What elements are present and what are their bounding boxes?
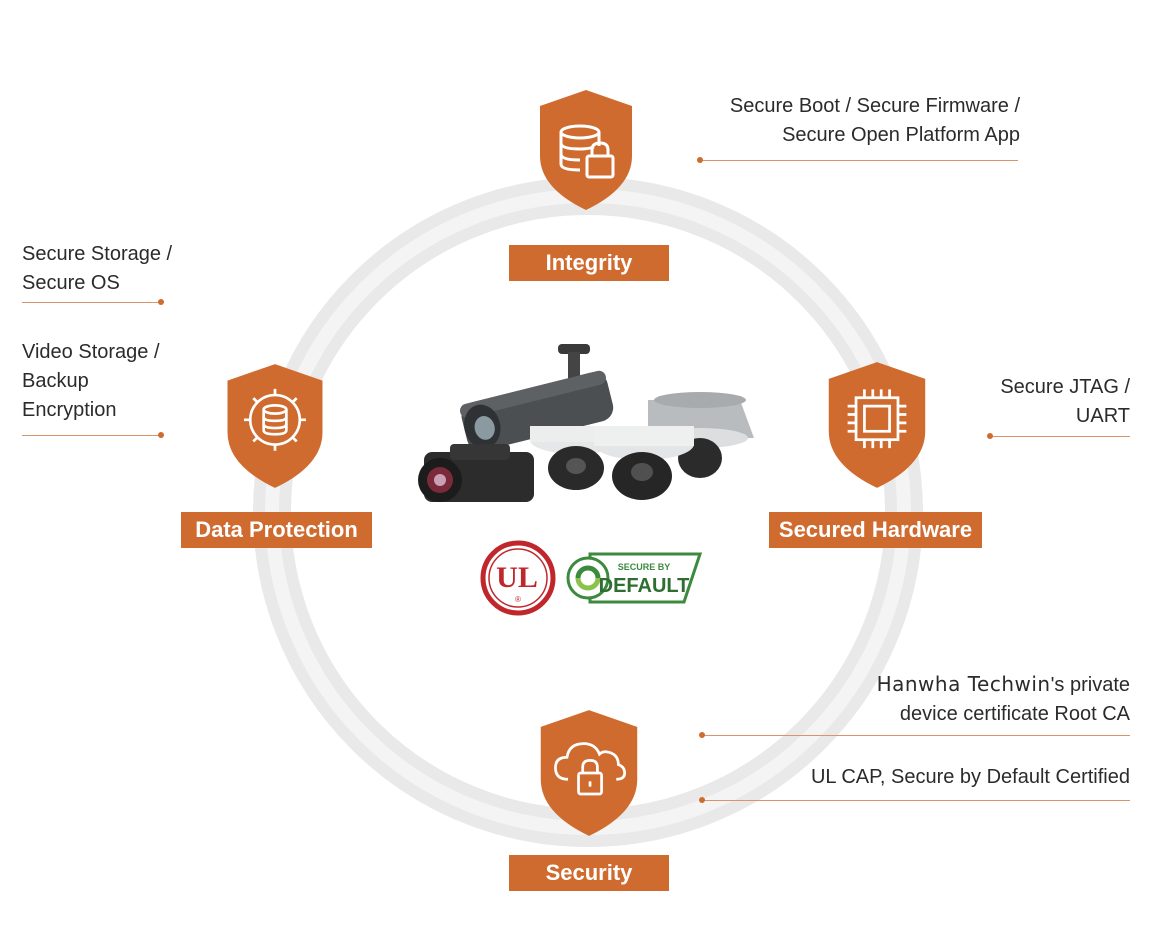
storage-note: Secure Storage / Secure OS [22, 240, 262, 298]
ul-logo-mark: ® [515, 595, 521, 604]
jtag-note-rule [990, 436, 1130, 437]
jtag-note-line2: UART [1075, 405, 1130, 427]
secure-by-default-logo: SECURE BY DEFAULT [566, 552, 702, 604]
root-ca-note: Hanwha Techwin's private device certific… [700, 670, 1130, 729]
storage-note-rule [22, 302, 162, 303]
root-ca-note-rule [702, 735, 1130, 736]
chip-icon [828, 362, 926, 488]
hanwha-brand-text: Hanwha Techwin [876, 672, 1051, 696]
video-note-line2: Backup [22, 370, 89, 392]
integrity-note-rule [700, 160, 1018, 161]
ulcap-note: UL CAP, Secure by Default Certified [810, 766, 1130, 788]
video-note-line3: Encryption [22, 399, 117, 421]
video-note-rule [22, 435, 162, 436]
root-ca-note-line2: device certificate Root CA [899, 703, 1130, 725]
sbd-bottom-text: DEFAULT [599, 575, 690, 597]
ul-logo: UL ® [480, 540, 556, 616]
root-ca-line1-rest: 's private [1050, 674, 1130, 696]
ul-logo-text: UL [496, 561, 538, 594]
ulcap-note-dot [699, 797, 705, 803]
integrity-note-line2: Secure Open Platform App [782, 124, 1020, 146]
ulcap-note-rule [702, 800, 1130, 801]
cloud-lock-icon [540, 710, 638, 836]
integrity-note: Secure Boot / Secure Firmware / Secure O… [640, 92, 1020, 150]
storage-note-line1: Secure Storage / [22, 243, 173, 265]
jtag-note-dot [987, 433, 993, 439]
jtag-note: Secure JTAG / UART [900, 373, 1130, 431]
gear-database-icon [227, 364, 323, 488]
camera-products-image [418, 344, 754, 502]
storage-note-dot [158, 299, 164, 305]
sbd-top-text: SECURE BY [618, 562, 671, 572]
root-ca-note-line1: Hanwha Techwin's private [700, 670, 1130, 700]
database-lock-icon [540, 90, 632, 210]
video-note: Video Storage / Backup Encryption [22, 338, 262, 425]
secured-hardware-label: Secured Hardware [769, 512, 982, 548]
data-protection-label: Data Protection [181, 512, 372, 548]
integrity-note-dot [697, 157, 703, 163]
root-ca-note-dot [699, 732, 705, 738]
video-note-dot [158, 432, 164, 438]
integrity-note-line1: Secure Boot / Secure Firmware / [729, 95, 1020, 117]
security-label: Security [509, 855, 669, 891]
jtag-note-line1: Secure JTAG / [1000, 376, 1130, 398]
integrity-label: Integrity [509, 245, 669, 281]
storage-note-line2: Secure OS [22, 272, 120, 294]
video-note-line1: Video Storage / [22, 341, 160, 363]
